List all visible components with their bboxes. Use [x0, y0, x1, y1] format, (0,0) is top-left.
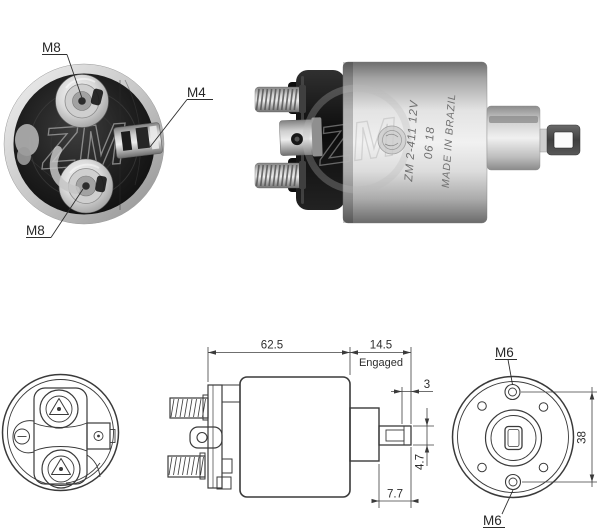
bolt-terminal-top — [55, 74, 109, 128]
small-hole — [477, 462, 487, 473]
threaded-stud-bottom — [254, 161, 306, 189]
dim-hole-spacing: 38 — [577, 431, 589, 444]
bracket-plate — [207, 384, 223, 489]
dim-body-length: 62.5 — [261, 340, 283, 352]
stud-circle-top — [39, 389, 79, 429]
m8-top-label: M8 — [42, 40, 61, 55]
thread-texture — [255, 88, 298, 111]
inner-rim-circle — [7, 379, 114, 486]
body-outline — [239, 376, 351, 498]
m6-hole-bottom — [504, 473, 522, 491]
dim-travel: 14.5 — [370, 340, 392, 352]
m4-terminal — [113, 122, 163, 159]
marking-part-number: ZM 2-411 12V — [403, 99, 421, 183]
dim-pin-length: 7.7 — [387, 489, 403, 501]
m4-leader — [149, 99, 188, 148]
wire-blob — [17, 147, 31, 165]
m8-bottom-label: M8 — [26, 223, 45, 238]
body-shadow — [343, 62, 353, 223]
small-hole — [538, 462, 549, 473]
side-view-photo: ZM ZM 2-411 12V 06 18 MADE IN BRAZIL — [254, 61, 581, 224]
bracket-foot — [216, 476, 232, 490]
bracket-step — [221, 458, 233, 474]
threaded-stud-top — [254, 85, 306, 113]
m6-hole-top — [504, 383, 521, 401]
thread-hatch — [168, 456, 204, 476]
stud-circle-bottom — [41, 449, 81, 489]
solenoid-face — [13, 73, 155, 215]
front-view-drawing: M6 M6 38 — [451, 345, 597, 528]
m6-bottom-label: M6 — [483, 513, 502, 528]
zm-watermark-ring — [302, 84, 412, 194]
zm-emblem-stamp — [377, 125, 407, 155]
m8-top-leader — [66, 54, 83, 99]
dim-pin-tip: 3 — [424, 379, 430, 391]
end-view-photo: ZM M8 — [3, 40, 213, 238]
thread-hatch — [170, 398, 206, 418]
drawn-boss — [349, 407, 380, 462]
center-boss-circle — [484, 409, 543, 467]
m8-bottom-leader — [50, 188, 84, 238]
drawn-plunger-rod — [378, 425, 412, 446]
sector-arc — [86, 454, 101, 478]
m6-bottom-leader — [501, 489, 514, 515]
waist-curve — [33, 446, 88, 452]
center-square-hole — [504, 425, 523, 451]
flange-inner-circle — [457, 381, 569, 493]
side-terminal-box — [86, 422, 116, 450]
outer-circle — [1, 373, 120, 492]
left-ear — [12, 420, 35, 454]
drawn-spade-terminal — [189, 426, 223, 449]
marking-date-code: 06 18 — [423, 126, 437, 160]
side-view-drawing: 62.5 14.5 Engaged 3 4.7 7.7 — [167, 340, 434, 508]
m6-top-leader — [507, 359, 513, 385]
flange-outer-circle — [451, 375, 575, 499]
thread-texture — [255, 164, 298, 187]
center-boss-inner — [490, 415, 537, 461]
engaged-label: Engaged — [359, 357, 403, 369]
dim-pin-height: 4.7 — [415, 454, 427, 470]
small-hole — [538, 402, 549, 412]
bolt-terminal-bottom — [58, 158, 114, 214]
end-view-drawing — [1, 373, 120, 492]
sector-arc — [65, 462, 101, 484]
drawn-stud-top — [169, 394, 209, 421]
small-hole — [477, 401, 487, 411]
boss-groove — [489, 116, 538, 123]
bracket-hook — [49, 146, 80, 194]
m4-label: M4 — [187, 85, 206, 100]
waist-curve — [33, 422, 88, 428]
plunger-eye-hole — [553, 131, 574, 149]
m6-top-label: M6 — [495, 345, 514, 360]
drawn-stud-bottom — [167, 452, 206, 480]
plunger-boss — [486, 105, 541, 171]
drawn-eye-hole — [385, 429, 405, 442]
spade-terminal — [279, 117, 323, 157]
